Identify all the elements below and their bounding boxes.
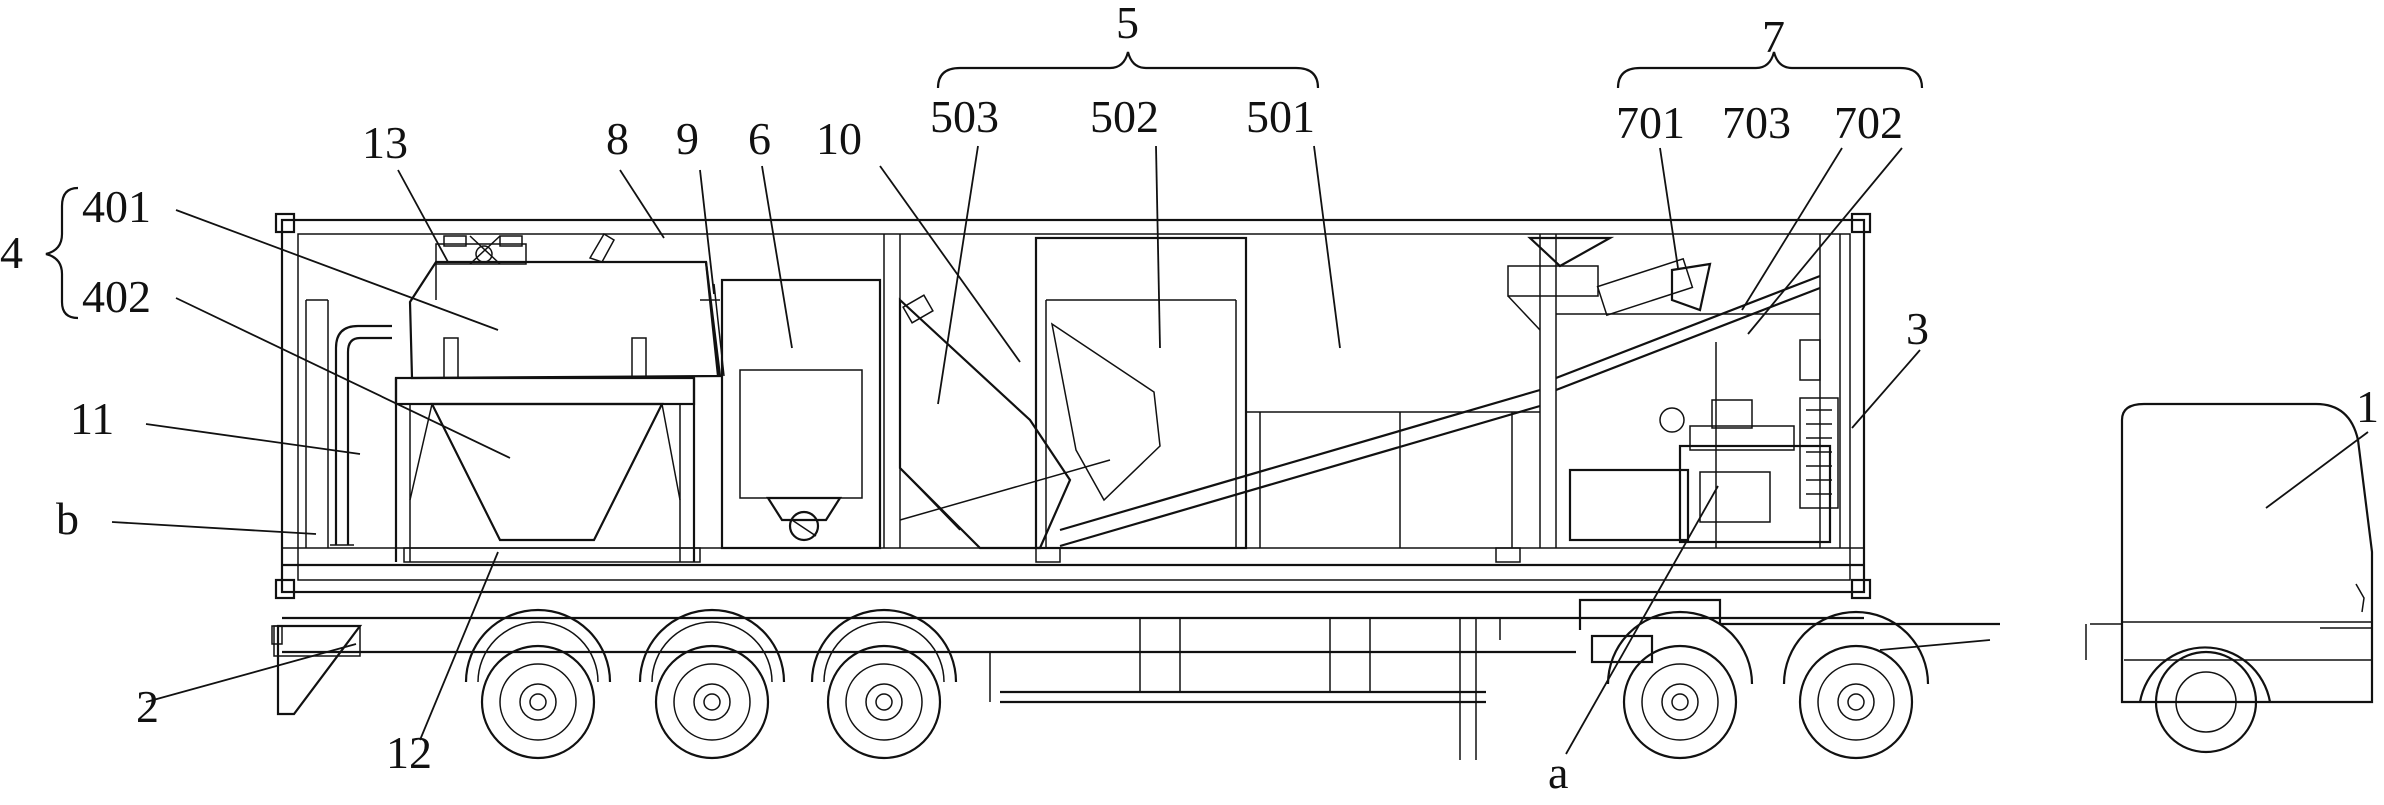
rear-wheel-2 (638, 608, 786, 760)
feeder-13 (435, 232, 616, 265)
label-b: b (56, 493, 79, 544)
label-402: 402 (82, 271, 151, 322)
base-12 (403, 547, 701, 563)
label-13: 13 (362, 117, 408, 168)
label-701: 701 (1616, 97, 1685, 148)
conveyor-10 (899, 459, 1111, 521)
pipe-11 (330, 324, 392, 546)
label-a: a (1548, 747, 1569, 798)
tank-6 (720, 278, 882, 550)
label-8: 8 (606, 113, 629, 164)
hopper-402 (394, 376, 696, 562)
brace-4 (45, 186, 79, 320)
label-7: 7 (1762, 11, 1785, 62)
engine-a (1568, 397, 1839, 544)
rear-wheel-3 (810, 608, 958, 760)
label-3b: 3 (1906, 303, 1929, 354)
label-1: 1 (2356, 381, 2379, 432)
tractor-wheel-1 (1606, 610, 1754, 760)
chute-503 (898, 294, 1072, 550)
label-501: 501 (1246, 91, 1315, 142)
tractor-wheel-2 (1782, 610, 1930, 760)
rear-wheel-1 (464, 608, 612, 760)
conveyor-702 (1555, 274, 1821, 548)
leader-lines (111, 145, 2369, 755)
tractor-1 (1578, 402, 2374, 704)
hopper-502 (1034, 236, 1248, 550)
label-11: 11 (70, 393, 115, 444)
front-wheel (2138, 646, 2272, 754)
label-6: 6 (748, 113, 771, 164)
label-2: 2 (136, 681, 159, 732)
feeder-701 (1507, 236, 1615, 331)
screen-401 (408, 260, 722, 380)
label-401: 401 (82, 181, 151, 232)
label-9: 9 (676, 113, 699, 164)
label-703: 703 (1722, 97, 1791, 148)
label-702: 702 (1834, 97, 1903, 148)
label-5: 5 (1116, 0, 1139, 48)
label-502: 502 (1090, 91, 1159, 142)
motor-703 (1596, 257, 1712, 317)
label-12: 12 (386, 727, 432, 778)
brace-7 (1616, 51, 1924, 89)
brace-5 (936, 51, 1320, 89)
label-10: 10 (816, 113, 862, 164)
conveyor-501 (1035, 388, 1541, 563)
trailer-2 (271, 616, 1864, 760)
label-4: 4 (0, 227, 23, 278)
label-503: 503 (930, 91, 999, 142)
